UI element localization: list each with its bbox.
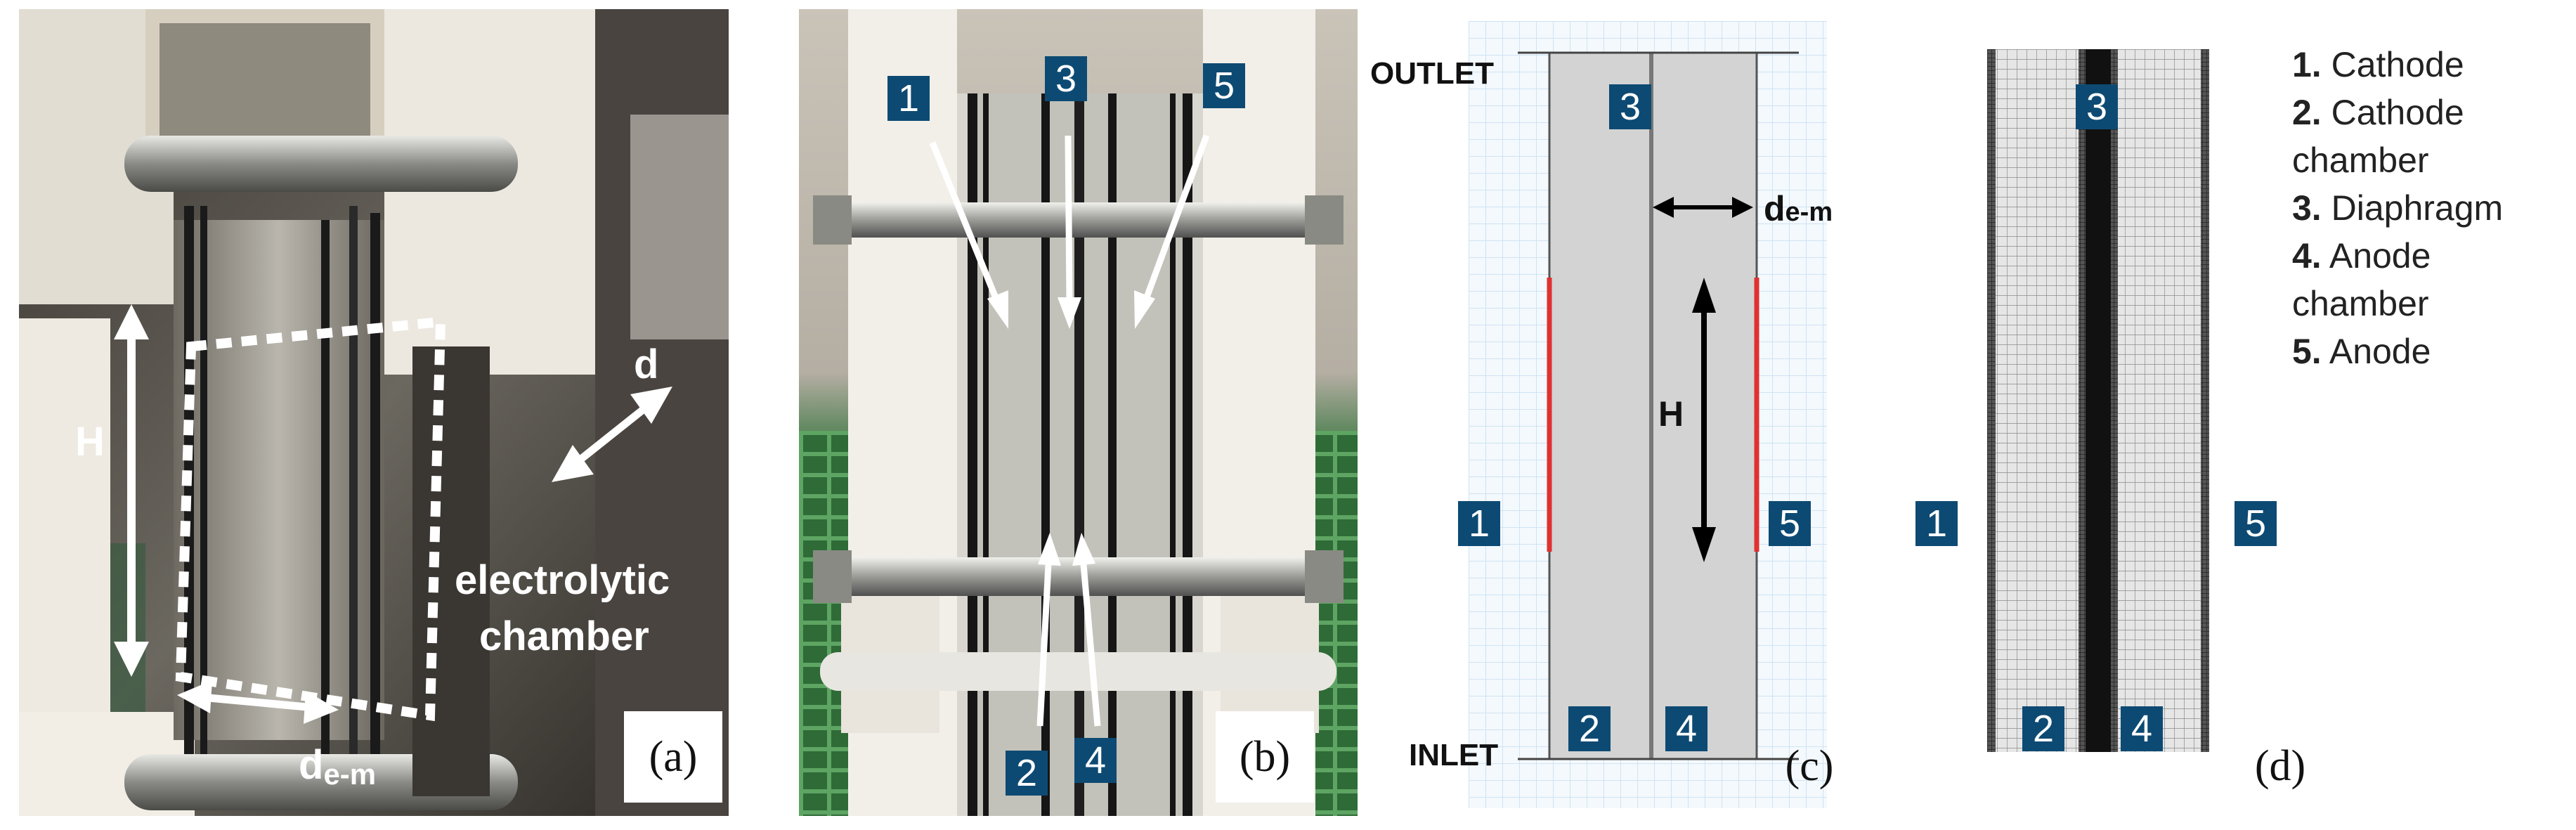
panel-b-tag-4: 4	[1074, 738, 1117, 783]
panel-b-tag-1: 1	[887, 76, 930, 121]
legend-item-number: 4.	[2292, 236, 2322, 275]
panel-c-illustration	[1469, 21, 1827, 808]
panel-d-mesh	[1987, 49, 2209, 752]
panel-b-photo	[799, 9, 1358, 816]
panel-c-height-label: H	[1658, 394, 1684, 434]
legend-item-diaphragm: 3. Diaphragm	[2292, 184, 2503, 232]
legend-item-text: Anode	[2329, 332, 2431, 371]
panel-c-dem-label: de-m	[1764, 188, 1833, 229]
dem-label: de-m	[299, 742, 376, 791]
panel-c-tag-5: 5	[1769, 501, 1811, 546]
panel-c-dem-main: d	[1764, 189, 1785, 228]
panel-d-illustration	[1987, 49, 2209, 752]
panel-d-label: (d)	[2254, 742, 2306, 790]
panel-b-illustration	[799, 9, 1358, 816]
d-label: d	[634, 342, 658, 387]
panel-a-label: (a)	[624, 711, 722, 803]
panel-c-tag-3: 3	[1609, 84, 1651, 129]
panel-d-tag-2: 2	[2022, 706, 2064, 751]
panel-a-photo: H d de-m electrolytic chamber	[19, 9, 729, 816]
panel-c-tag-4: 4	[1665, 706, 1707, 751]
legend-item-number: 1.	[2292, 45, 2322, 84]
outlet-label: OUTLET	[1370, 56, 1494, 91]
panel-d-tag-5: 5	[2235, 501, 2277, 546]
legend-item-text-line2: chamber	[2292, 141, 2429, 180]
legend-item-number: 3.	[2292, 188, 2322, 228]
legend-item-number: 2.	[2292, 93, 2322, 132]
legend-item-cathode-chamber: 2. Cathode chamber	[2292, 89, 2503, 184]
dem-label-sub: e-m	[323, 758, 376, 791]
panel-c-tag-2: 2	[1568, 706, 1611, 751]
panel-d-tag-3: 3	[2076, 84, 2118, 129]
panel-c-dem-sub: e-m	[1785, 197, 1833, 227]
panel-b-tag-2: 2	[1006, 751, 1048, 796]
legend-item-text-line2: chamber	[2292, 284, 2429, 323]
legend-item-anode-chamber: 4. Anode chamber	[2292, 232, 2503, 328]
legend-item-text: Cathode	[2331, 45, 2464, 84]
legend-item-anode: 5. Anode	[2292, 328, 2503, 375]
panel-c-tag-1: 1	[1458, 501, 1500, 546]
legend-item-number: 5.	[2292, 332, 2322, 371]
panel-d-tag-4: 4	[2121, 706, 2163, 751]
chamber-label-line2: chamber	[479, 614, 649, 659]
legend: 1. Cathode 2. Cathode chamber 3. Diaphrag…	[2292, 41, 2503, 375]
panel-b-tag-5: 5	[1203, 63, 1245, 108]
inlet-label: INLET	[1409, 738, 1499, 772]
legend-item-text: Anode	[2329, 236, 2431, 275]
panel-d-tag-1: 1	[1915, 501, 1958, 546]
legend-item-text: Cathode	[2331, 93, 2464, 132]
legend-item-cathode: 1. Cathode	[2292, 41, 2503, 89]
panel-c-geometry	[1469, 21, 1827, 808]
legend-item-text: Diaphragm	[2331, 188, 2504, 228]
dem-label-main: d	[299, 742, 323, 788]
panel-a-illustration: H d de-m electrolytic chamber	[19, 9, 729, 816]
chamber-label-line1: electrolytic	[455, 557, 670, 603]
panel-b-tag-3: 3	[1045, 56, 1087, 101]
height-label: H	[75, 419, 105, 465]
panel-b-label: (b)	[1216, 711, 1314, 803]
panel-c-label: (c)	[1785, 742, 1834, 790]
